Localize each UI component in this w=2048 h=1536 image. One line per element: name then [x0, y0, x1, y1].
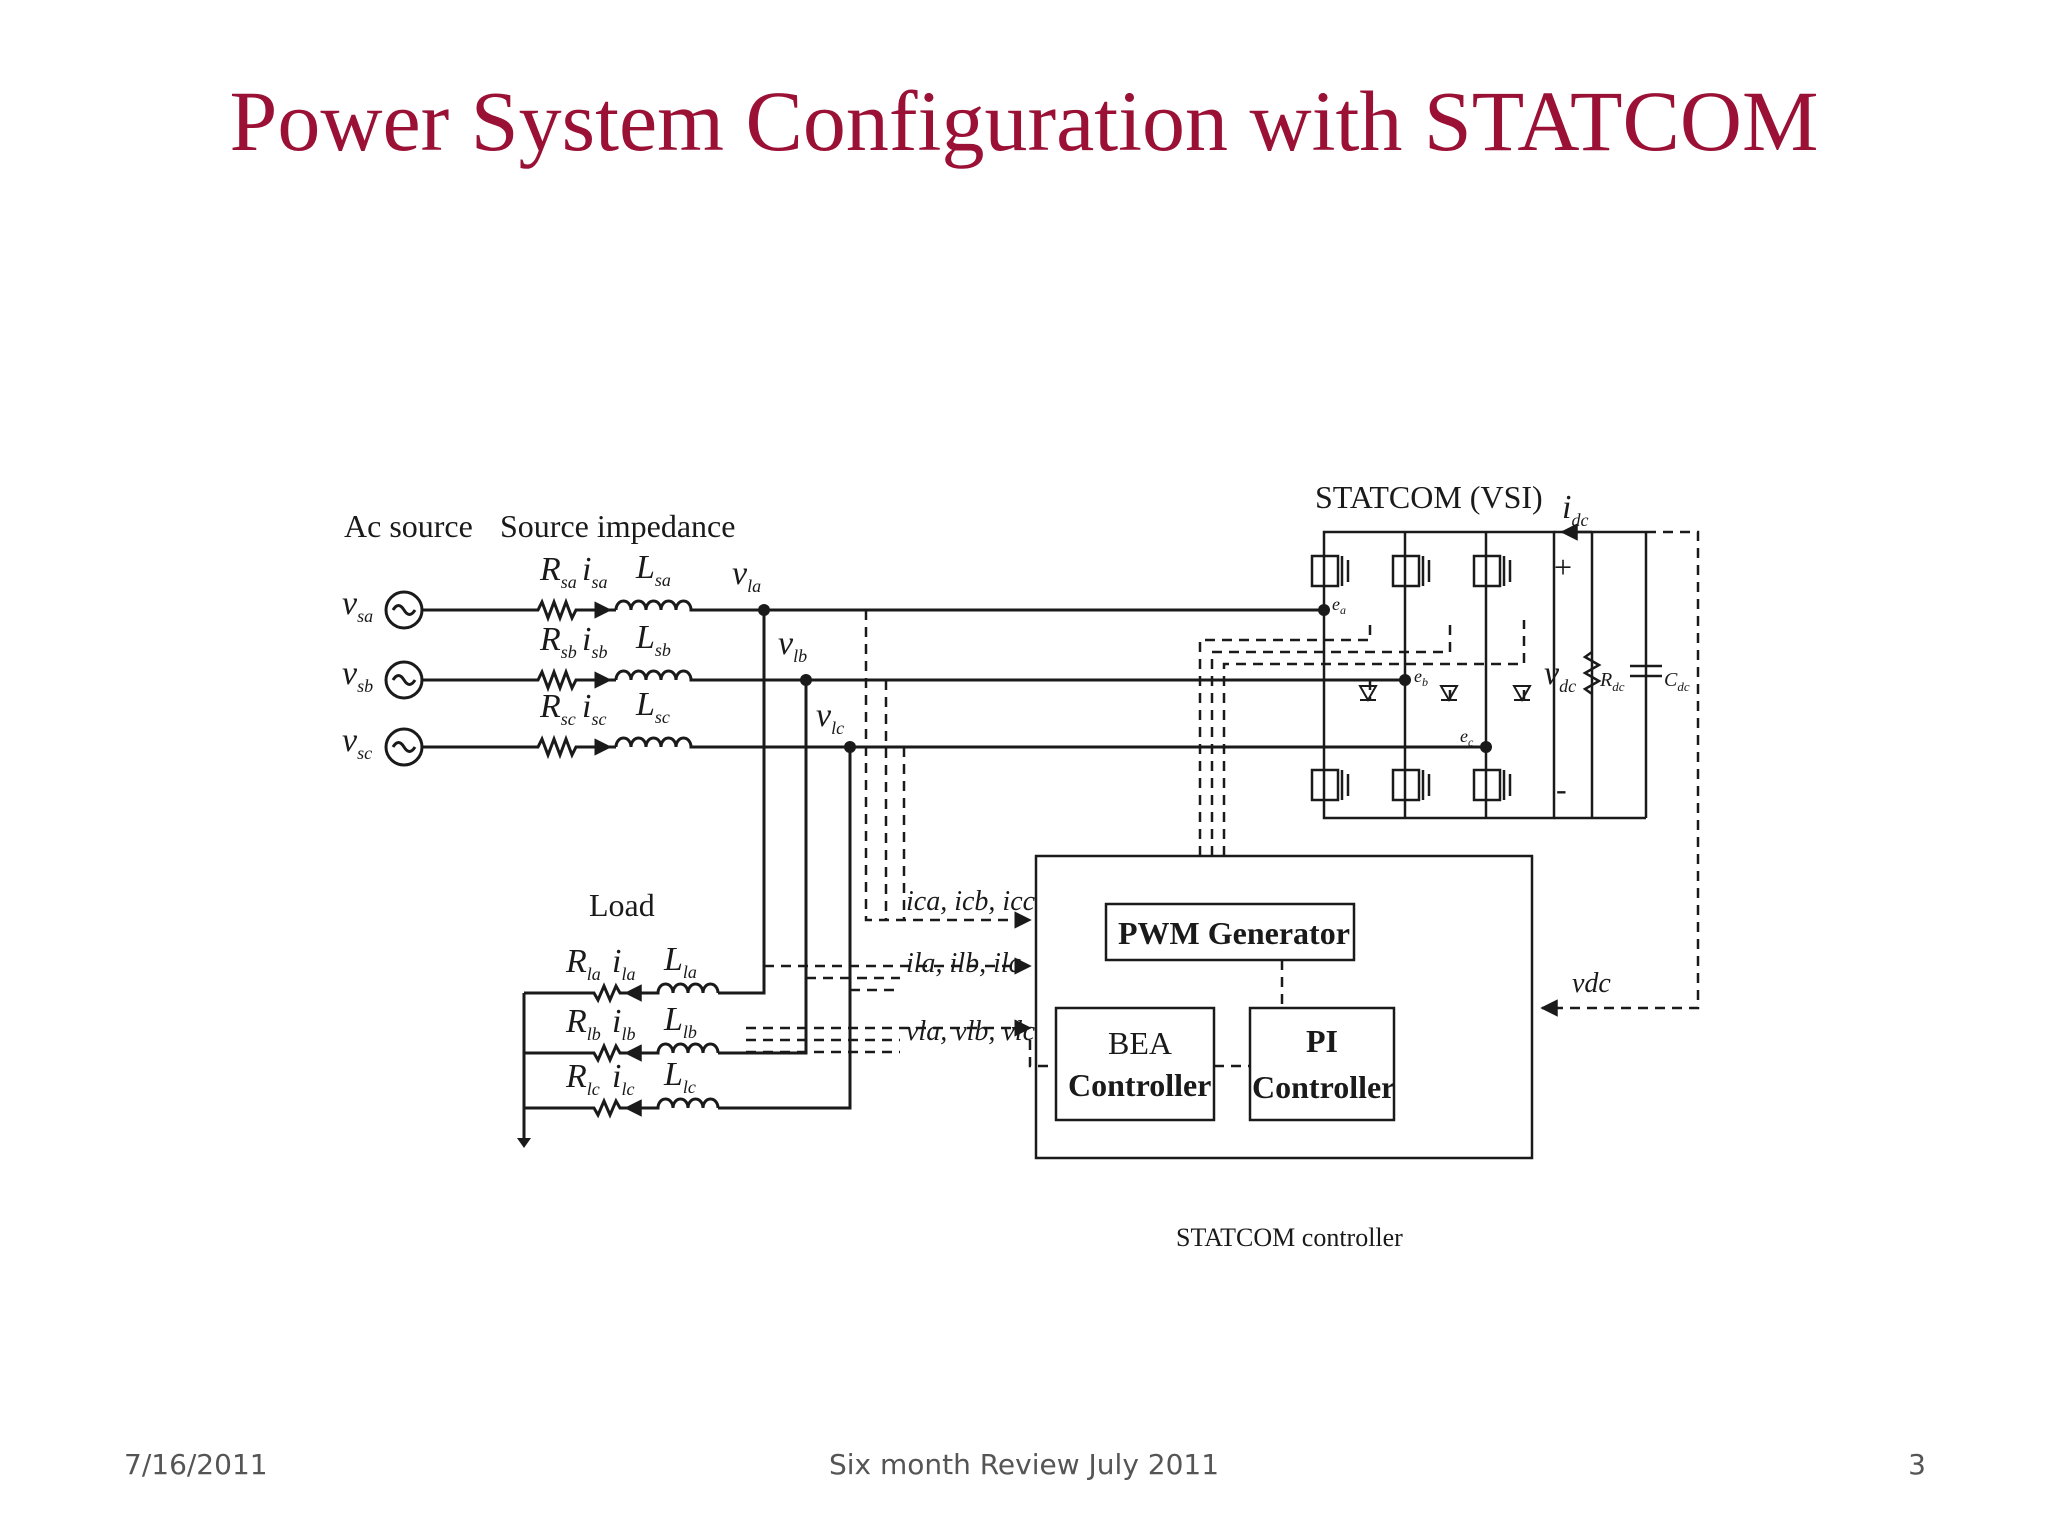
footer-date: 7/16/2011: [124, 1448, 268, 1481]
dc-minus-label: -: [1556, 771, 1567, 807]
dc-current-label: idc: [1562, 489, 1588, 530]
lower-switches: [1310, 768, 1512, 802]
statcom-controller-label: STATCOM controller: [1176, 1223, 1403, 1252]
gate-diodes: [1358, 685, 1532, 703]
ac-source-phase-b: [384, 660, 424, 700]
load-resistance-a-label: Rla: [565, 943, 601, 984]
load-current-arrows: [624, 984, 650, 1117]
slide-title: Power System Configuration with STATCOM: [229, 73, 1819, 169]
source-inductance-c-label: Lsc: [635, 686, 670, 727]
statcom-controller-block: [1034, 854, 1534, 1160]
load-network: [522, 982, 720, 1140]
upper-switches: [1310, 554, 1512, 588]
source-impedance-label: Source impedance: [500, 508, 735, 544]
ac-source-phase-c: [384, 727, 424, 767]
load-inductance-a-label: Lla: [663, 941, 697, 982]
pcc-voltage-a-label: vla: [732, 555, 761, 596]
footer-title: Six month Review July 2011: [828, 1448, 1220, 1481]
statcom-vsi-bridge: [1322, 530, 1648, 820]
source-current-c-label: isc: [582, 688, 606, 729]
pi-controller-block: [1248, 1006, 1396, 1122]
source-current-b-label: isb: [582, 621, 607, 662]
load-voltages-label: vla, vlb, vlc: [906, 1016, 1036, 1047]
dc-resistor: [1582, 650, 1602, 696]
pwm-generator-block: [1104, 902, 1356, 962]
source-resistance-a-label: Rsa: [539, 551, 577, 592]
statcom-vsi-label: STATCOM (VSI): [1315, 479, 1543, 515]
load-resistance-b-label: Rlb: [565, 1003, 601, 1044]
source-resistance-c-label: Rsc: [539, 688, 576, 729]
bea-controller-label-line1: BEA: [1108, 1025, 1172, 1061]
source-voltage-a-label: vsa: [342, 585, 373, 626]
load-current-b-label: ilb: [612, 1003, 635, 1044]
inverter-voltage-b-label: eb: [1414, 666, 1428, 689]
load-current-a-label: ila: [612, 943, 635, 984]
compensator-currents-label: ica, icb, icc: [906, 886, 1036, 917]
pcc-voltage-b-label: vlb: [778, 625, 807, 666]
inverter-voltage-a-label: ea: [1332, 594, 1346, 617]
load-feeders: [718, 610, 852, 1110]
source-inductance-a-label: Lsa: [635, 549, 671, 590]
source-voltage-b-label: vsb: [342, 655, 373, 696]
dc-voltage-label: vdc: [1544, 655, 1576, 696]
vdc-feedback-label: vdc: [1572, 968, 1611, 999]
load-resistance-c-label: Rlc: [565, 1058, 600, 1099]
inverter-voltage-c-label: ec: [1460, 726, 1474, 749]
load-inductance-b-label: Llb: [663, 1001, 697, 1042]
pi-controller-label-line2: Controller: [1252, 1069, 1395, 1105]
ac-source-label: Ac source: [344, 508, 473, 544]
source-current-a-label: isa: [582, 551, 607, 592]
footer-page-number: 3: [1908, 1448, 1926, 1481]
bea-controller-block: [1054, 1006, 1216, 1122]
pi-controller-label-line1: PI: [1306, 1023, 1338, 1059]
dc-plus-label: +: [1554, 549, 1572, 585]
pwm-generator-label: PWM Generator: [1118, 915, 1350, 951]
dc-resistance-label: Rdc: [1599, 669, 1625, 694]
dc-capacitance-label: Cdc: [1664, 669, 1690, 694]
load-currents-label: ila, ilb, ilc: [906, 948, 1022, 979]
source-voltage-c-label: vsc: [342, 722, 372, 763]
pcc-voltage-c-label: vlc: [816, 697, 844, 738]
bea-controller-label-line2: Controller: [1068, 1067, 1211, 1103]
load-inductance-c-label: Llc: [663, 1056, 696, 1097]
dashed-signal-wires: [746, 530, 1700, 1068]
source-inductance-b-label: Lsb: [635, 619, 671, 660]
dc-capacitor: [1630, 664, 1662, 678]
ground-icon: [517, 1138, 531, 1148]
ac-source-phase-a: [384, 590, 424, 630]
current-arrows: [584, 601, 612, 756]
inverter-nodes: [1318, 604, 1492, 753]
source-resistance-b-label: Rsb: [539, 621, 577, 662]
load-label: Load: [589, 887, 655, 923]
phase-lines: [422, 597, 1486, 760]
load-current-c-label: ilc: [612, 1058, 634, 1099]
